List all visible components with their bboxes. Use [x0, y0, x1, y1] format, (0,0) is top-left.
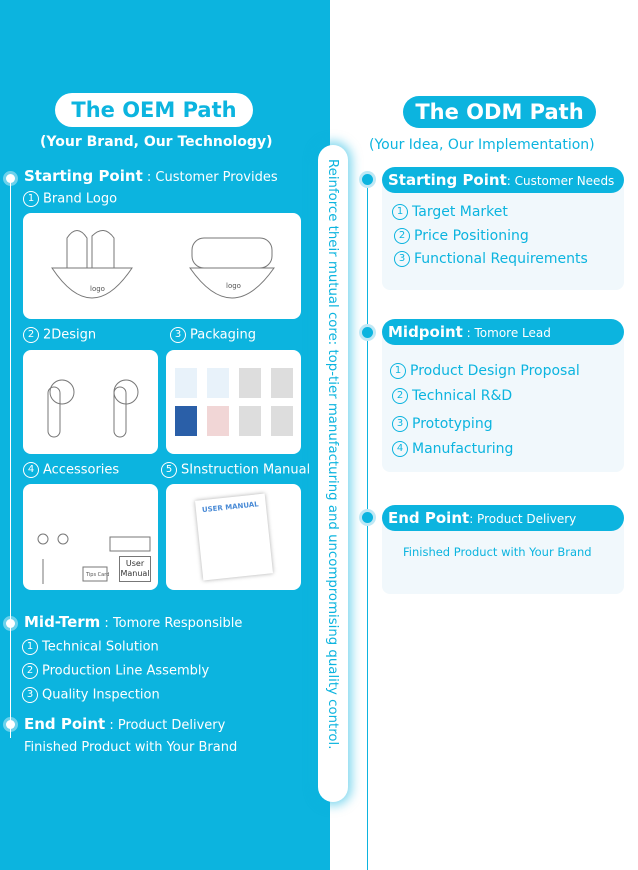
number-circle-icon: 2 [22, 663, 38, 679]
oem-end-text: Finished Product with Your Brand [24, 740, 238, 755]
odm-mid-header: Midpoint : Tomore Lead [382, 319, 624, 345]
core-banner: Reinforce their mutual core: top-tier ma… [318, 145, 348, 802]
odm-start-header: Starting Point: Customer Needs [382, 167, 624, 193]
timeline-dot [362, 327, 373, 338]
design-image [23, 350, 158, 454]
manual-image: USER MANUAL [166, 484, 301, 590]
odm-subtitle: (Your Idea, Our Implementation) [369, 137, 595, 153]
timeline-dot [6, 619, 15, 628]
timeline-dot [6, 720, 15, 729]
oem-end-desc: Product Delivery [117, 718, 226, 733]
number-circle-icon: 5 [161, 462, 177, 478]
svg-text:logo: logo [226, 282, 241, 290]
odm-end-text: Finished Product with Your Brand [403, 545, 592, 559]
brand-logo-image: logo logo [23, 213, 301, 319]
oem-start-desc: Customer Provides [155, 170, 278, 185]
number-circle-icon: 1 [392, 204, 408, 220]
number-circle-icon: 3 [392, 416, 408, 432]
number-circle-icon: 2 [394, 228, 410, 244]
odm-mid-box [382, 332, 624, 472]
number-circle-icon: 1 [22, 639, 38, 655]
number-circle-icon: 1 [23, 191, 39, 207]
oem-start-label: Starting Point [24, 167, 143, 185]
number-circle-icon: 4 [23, 462, 39, 478]
number-circle-icon: 3 [394, 251, 410, 267]
svg-text:Tips Card: Tips Card [85, 572, 109, 578]
user-manual-label: User Manual [119, 556, 151, 582]
number-circle-icon: 1 [390, 363, 406, 379]
odm-start-box [382, 180, 624, 290]
number-circle-icon: 2 [23, 327, 39, 343]
oem-subtitle: (Your Brand, Our Technology) [40, 134, 273, 150]
oem-title: The OEM Path [55, 93, 253, 127]
svg-text:logo: logo [90, 285, 105, 293]
number-circle-icon: 3 [170, 327, 186, 343]
number-circle-icon: 2 [392, 388, 408, 404]
oem-end-label: End Point [24, 715, 106, 733]
accessories-image: Tips Card User Manual [23, 484, 158, 590]
oem-mid-desc: Tomore Responsible [112, 616, 243, 631]
oem-mid-label: Mid-Term [24, 613, 101, 631]
odm-timeline [367, 180, 368, 870]
number-circle-icon: 4 [392, 441, 408, 457]
odm-title: The ODM Path [403, 96, 596, 128]
number-circle-icon: 3 [22, 687, 38, 703]
timeline-dot [362, 174, 373, 185]
timeline-dot [362, 512, 373, 523]
packaging-image [166, 350, 301, 454]
odm-end-header: End Point: Product Delivery [382, 505, 624, 531]
oem-timeline [10, 178, 11, 738]
timeline-dot [6, 174, 15, 183]
